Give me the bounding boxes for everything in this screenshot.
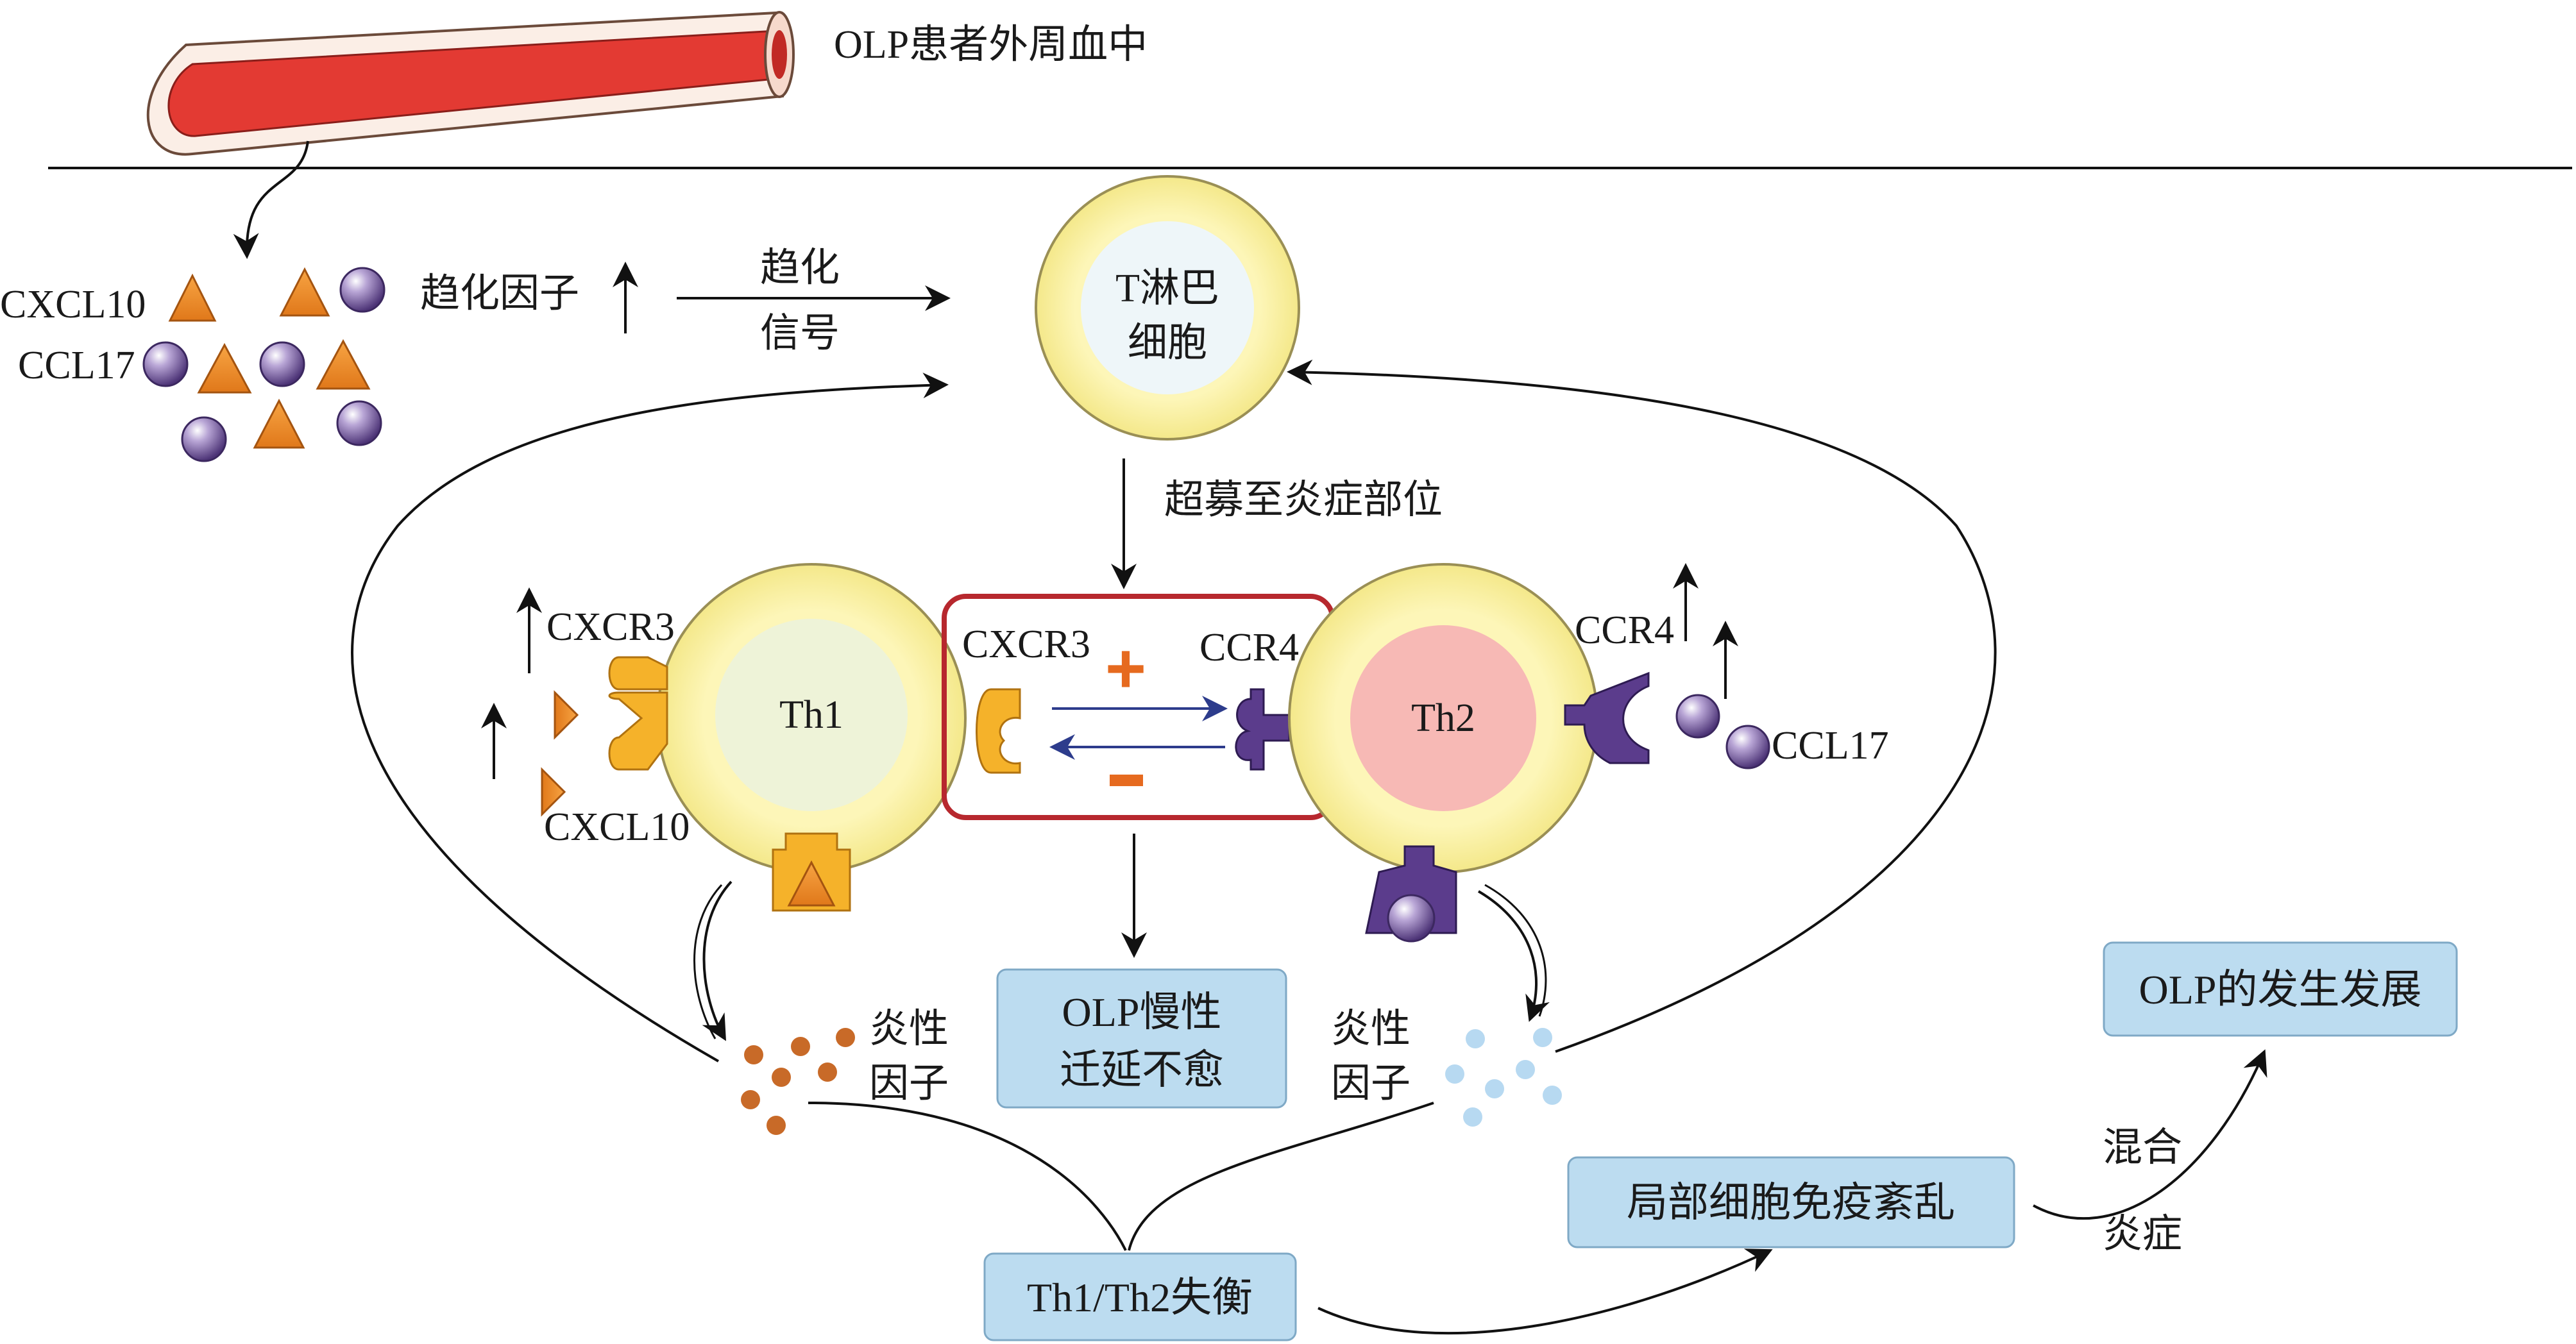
recruit-label: 超募至炎症部位 xyxy=(1164,478,1443,522)
blood-vessel-icon xyxy=(146,11,795,156)
th1-inflammatory-line2: 因子 xyxy=(869,1062,949,1105)
th1-cell xyxy=(656,563,967,873)
th2-secretion-arrow xyxy=(1477,890,1550,1022)
ccl17-sphere-icon xyxy=(339,267,386,313)
th1-cxcr3-receptor-icon xyxy=(608,656,668,771)
th1-bottom-receptor-icon xyxy=(772,832,851,912)
th1-label: Th1 xyxy=(779,693,843,737)
th2-ccr4-receptor-icon xyxy=(1564,671,1650,764)
cxcl10-triangle-icon xyxy=(168,273,217,322)
minus-sign xyxy=(1110,775,1143,786)
inflammation-label: 炎症 xyxy=(2103,1213,2182,1256)
chemotaxis-signal-line2: 信号 xyxy=(760,312,840,355)
cxcl10-triangle-icon xyxy=(279,267,330,317)
ccl17-sphere-icon xyxy=(142,341,189,387)
t-cell-label-line2: 细胞 xyxy=(1128,321,1207,365)
chronic-box xyxy=(996,968,1287,1109)
th2-bottom-receptor-icon xyxy=(1365,845,1457,943)
box-cxcr3-receptor-icon xyxy=(976,688,1021,774)
th2-inflammatory-line2: 因子 xyxy=(1331,1062,1411,1105)
blood-vessel-label: OLP患者外周血中 xyxy=(834,23,1148,67)
immune-disorder-label: 局部细胞免疫紊乱 xyxy=(1627,1180,1955,1225)
cxcl10-triangle-icon xyxy=(253,398,305,449)
t-lymphocyte-cell xyxy=(1035,175,1300,441)
right-feedback-loop xyxy=(1287,359,1997,1053)
ccl17-sphere-icon xyxy=(181,416,227,462)
immune-disorder-box xyxy=(1567,1156,2015,1248)
th1-cxcr3-label: CXCR3 xyxy=(547,605,675,649)
left-feedback-loop xyxy=(351,373,949,1063)
disorder-to-development-arrow xyxy=(2033,1049,2267,1220)
imbalance-to-disorder-arrow xyxy=(1318,1248,1773,1335)
interaction-cxcr3-label: CXCR3 xyxy=(962,623,1090,666)
th2-ccr4-label: CCR4 xyxy=(1575,609,1674,652)
mixed-label: 混合 xyxy=(2103,1126,2182,1170)
chronic-line2: 迁延不愈 xyxy=(1060,1047,1224,1093)
chemotaxis-factor-label: 趋化因子 xyxy=(420,272,579,315)
th2-inflammatory-factor-dots xyxy=(1445,1028,1562,1127)
ccl17-label: CCL17 xyxy=(18,344,135,387)
imbalance-box xyxy=(983,1252,1297,1341)
th1-to-imbalance-curve xyxy=(808,1102,1127,1251)
cxcl10-triangle-icon xyxy=(541,767,566,817)
th1-cxcl10-label: CXCL10 xyxy=(544,805,690,849)
olp-development-label: OLP的发生发展 xyxy=(2139,967,2422,1012)
olp-development-box xyxy=(2103,941,2458,1037)
vessel-to-chemokine-arrow xyxy=(233,140,309,259)
th2-cell xyxy=(1288,563,1598,873)
plus-sign: + xyxy=(1105,629,1146,708)
ccl17-sphere-icon xyxy=(336,400,382,446)
cxcl10-triangle-icon xyxy=(554,690,579,740)
imbalance-label: Th1/Th2失衡 xyxy=(1027,1275,1253,1320)
th2-ccl17-label: CCL17 xyxy=(1772,724,1889,768)
th1-inflammatory-factor-dots xyxy=(741,1028,855,1135)
cxcl10-triangle-icon xyxy=(197,342,252,394)
th1-inflammatory-line1: 炎性 xyxy=(869,1007,949,1051)
chemokine-cluster xyxy=(142,267,386,462)
th2-secretion-arrow xyxy=(1484,884,1547,1017)
chronic-line1: OLP慢性 xyxy=(1062,989,1222,1035)
cxcl10-triangle-icon xyxy=(316,339,371,390)
interaction-ccr4-label: CCR4 xyxy=(1199,626,1299,669)
t-cell-label-line1: T淋巴 xyxy=(1115,267,1219,310)
ccl17-sphere-icon xyxy=(1725,725,1770,769)
chemotaxis-signal-line1: 趋化 xyxy=(760,246,840,290)
th2-to-imbalance-curve xyxy=(1128,1102,1434,1251)
th1-secretion-arrow xyxy=(693,884,723,1039)
th2-label: Th2 xyxy=(1411,696,1475,740)
ccl17-sphere-icon xyxy=(1675,694,1720,739)
ccl17-sphere-icon xyxy=(259,341,305,387)
box-ccr4-receptor-icon xyxy=(1235,688,1291,771)
th2-inflammatory-line1: 炎性 xyxy=(1331,1007,1411,1051)
th1-secretion-arrow xyxy=(702,880,733,1041)
cxcl10-label: CXCL10 xyxy=(0,283,146,326)
